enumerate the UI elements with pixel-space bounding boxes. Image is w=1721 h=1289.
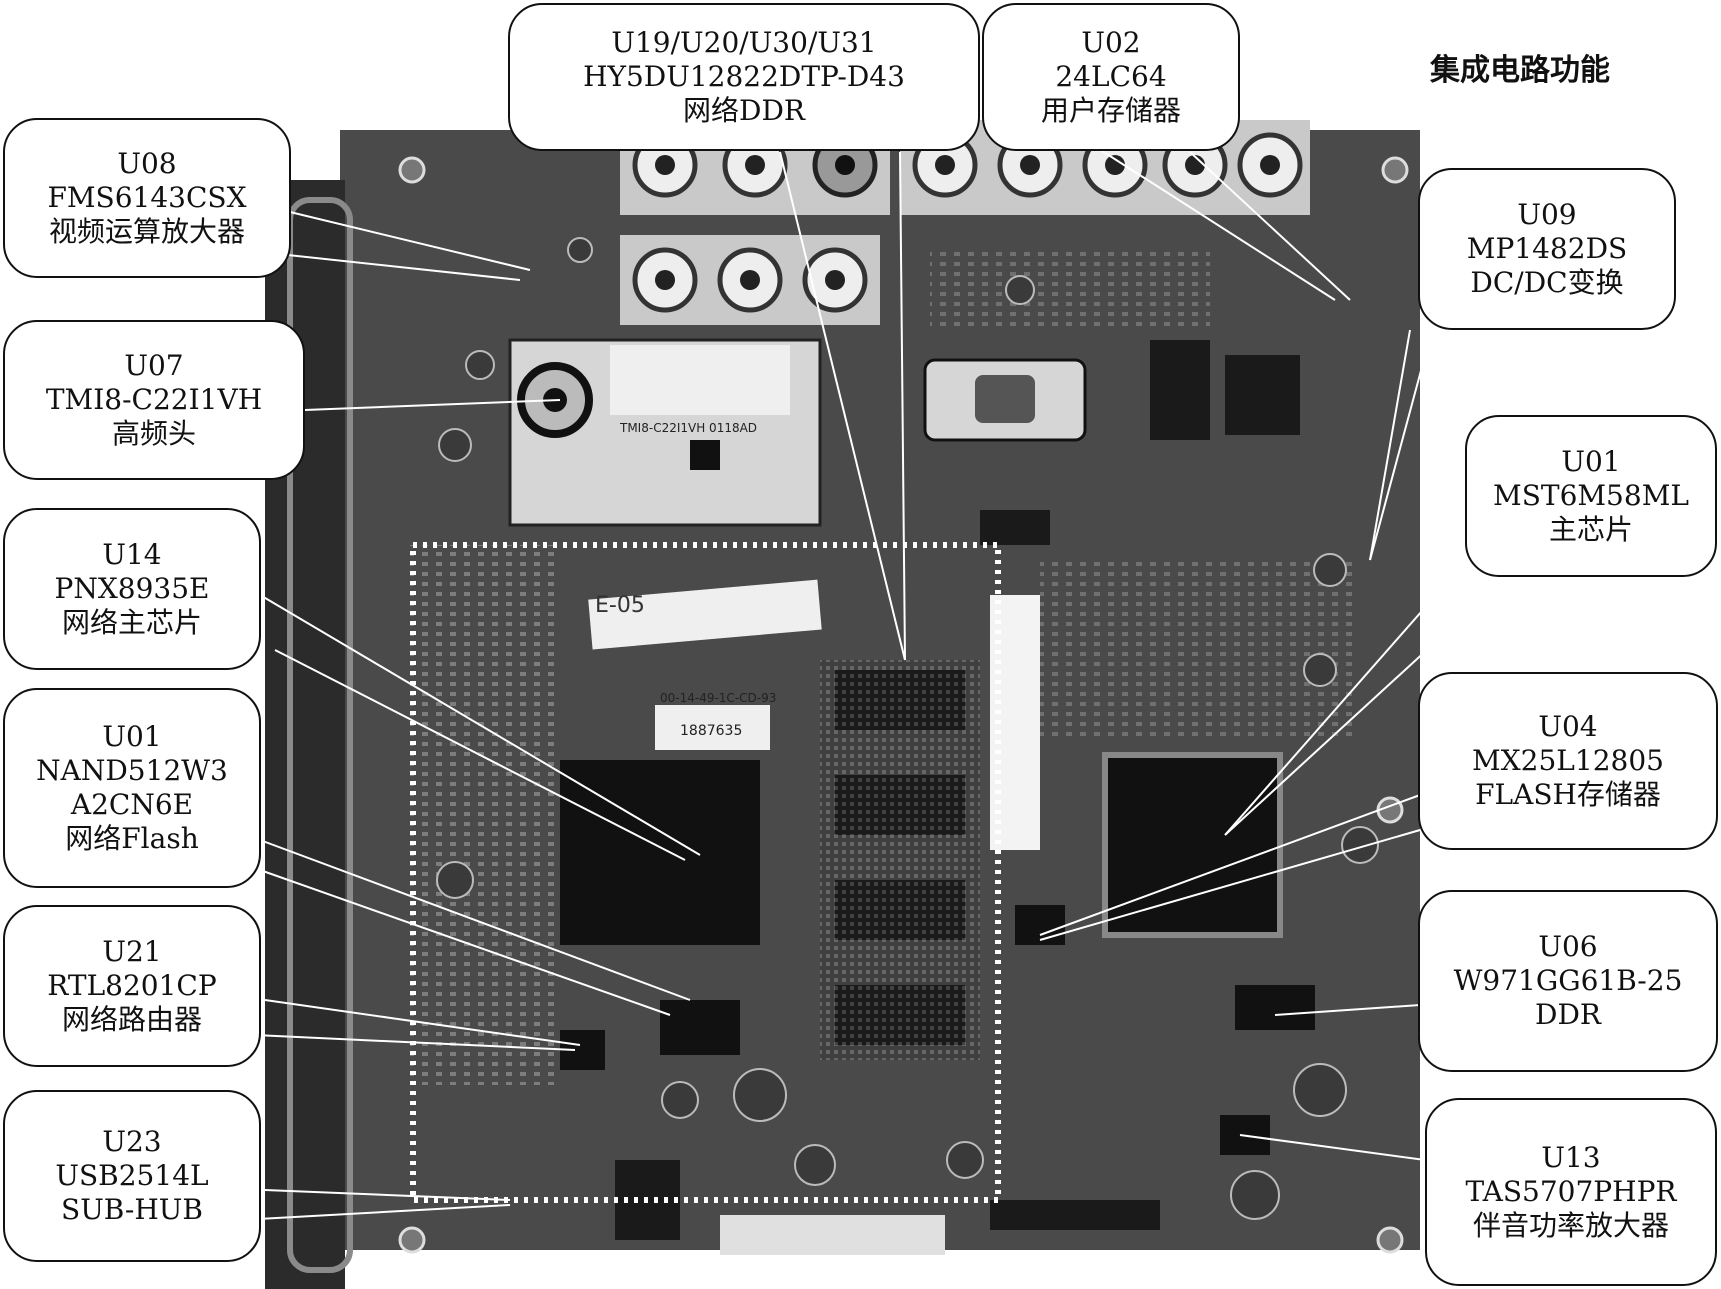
- callout-line: U04: [1538, 710, 1598, 743]
- callout-line: U13: [1541, 1141, 1601, 1174]
- callout-line: U09: [1517, 198, 1577, 231]
- callout-line: MX25L12805: [1472, 744, 1664, 777]
- callout-line: U21: [102, 935, 162, 968]
- callout-line: HY5DU12822DTP-D43: [583, 60, 905, 93]
- callout-line: PNX8935E: [54, 572, 210, 605]
- audio-jack: [1150, 340, 1210, 440]
- callout-line: FMS6143CSX: [47, 181, 247, 214]
- callout-u08-amp: U08 FMS6143CSX 视频运算放大器: [3, 118, 291, 278]
- callout-u14-cpu: U14 PNX8935E 网络主芯片: [3, 508, 261, 670]
- sticker-text: E-05: [595, 593, 645, 618]
- callout-line: 24LC64: [1055, 60, 1167, 93]
- callout-line: MST6M58ML: [1493, 479, 1689, 512]
- bottom-connector: [720, 1215, 945, 1255]
- callout-line: 网络主芯片: [61, 606, 202, 639]
- mx25l-flash-chip: [1015, 905, 1065, 945]
- callout-line: DC/DC变换: [1470, 266, 1624, 299]
- callout-line: U23: [102, 1125, 162, 1158]
- callout-u01-main: U01 MST6M58ML 主芯片: [1465, 415, 1717, 577]
- mst6m58ml-chip: [1102, 752, 1283, 938]
- tuner-model-text: TMI8-C22I1VH 0118AD: [619, 421, 757, 435]
- hdmi-port: [980, 510, 1050, 545]
- nand-chip: [660, 1000, 740, 1055]
- callout-line: TAS5707PHPR: [1465, 1175, 1677, 1208]
- callout-line: U02: [1081, 26, 1141, 59]
- callout-u23-hub: U23 USB2514L SUB-HUB: [3, 1090, 261, 1262]
- callout-line: 视频运算放大器: [48, 215, 245, 248]
- callout-line: W971GG61B-25: [1453, 964, 1683, 997]
- tuner-module: [508, 338, 822, 527]
- callout-u04-flash: U04 MX25L12805 FLASH存储器: [1418, 672, 1718, 850]
- callout-line: NAND512W3: [36, 754, 228, 787]
- capacitors: [436, 237, 1379, 1220]
- pnx8935e-chip: [560, 760, 760, 945]
- callout-line: U19/U20/U30/U31: [611, 26, 877, 59]
- leader-lines: [239, 139, 1526, 1221]
- callout-line: 网络路由器: [61, 1003, 202, 1036]
- callout-u19-ddr: U19/U20/U30/U31 HY5DU12822DTP-D43 网络DDR: [508, 3, 980, 151]
- network-ddr-chips: [820, 660, 980, 1060]
- callout-line: TMI8-C22I1VH: [45, 383, 263, 416]
- callout-line: 高频头: [111, 417, 196, 450]
- callout-line: SUB-HUB: [61, 1193, 203, 1226]
- callout-line: U08: [117, 147, 177, 180]
- callout-u21-phy: U21 RTL8201CP 网络路由器: [3, 905, 261, 1067]
- callout-line: FLASH存储器: [1475, 778, 1661, 811]
- optical-port: [1225, 355, 1300, 435]
- callout-line: A2CN6E: [70, 788, 194, 821]
- callout-line: U07: [124, 349, 184, 382]
- callout-line: U01: [1561, 445, 1621, 478]
- callout-line: MP1482DS: [1466, 232, 1628, 265]
- callout-line: 伴音功率放大器: [1472, 1209, 1669, 1242]
- callout-u13-audio: U13 TAS5707PHPR 伴音功率放大器: [1425, 1098, 1717, 1286]
- callout-u06-ddr: U06 W971GG61B-25 DDR: [1418, 890, 1718, 1072]
- callout-line: 主芯片: [1548, 513, 1633, 546]
- callout-line: U14: [102, 538, 162, 571]
- callout-u01-nand: U01 NAND512W3 A2CN6E 网络Flash: [3, 688, 261, 888]
- callout-u02-eeprom: U02 24LC64 用户存储器: [982, 3, 1240, 151]
- chassis-code-text: 00-14-49-1C-CD-93: [660, 691, 776, 705]
- callout-line: DDR: [1535, 998, 1601, 1031]
- serial-text: 1887635: [680, 723, 742, 739]
- callout-line: 网络Flash: [65, 822, 199, 855]
- callout-line: 用户存储器: [1040, 94, 1181, 127]
- lvds-connector: [990, 1200, 1160, 1230]
- page-title: 集成电路功能: [1430, 53, 1610, 88]
- callout-u09-dcdc: U09 MP1482DS DC/DC变换: [1418, 168, 1676, 330]
- left-bracket: [287, 197, 353, 1273]
- callout-line: U06: [1538, 930, 1598, 963]
- callout-line: U01: [102, 720, 162, 753]
- network-module-outline: [410, 542, 1001, 1203]
- callout-u07-tuner: U07 TMI8-C22I1VH 高频头: [3, 320, 305, 480]
- callout-line: USB2514L: [55, 1159, 209, 1192]
- w971-ddr-chip: [1235, 985, 1315, 1030]
- callout-line: RTL8201CP: [47, 969, 217, 1002]
- callout-line: 网络DDR: [683, 94, 805, 127]
